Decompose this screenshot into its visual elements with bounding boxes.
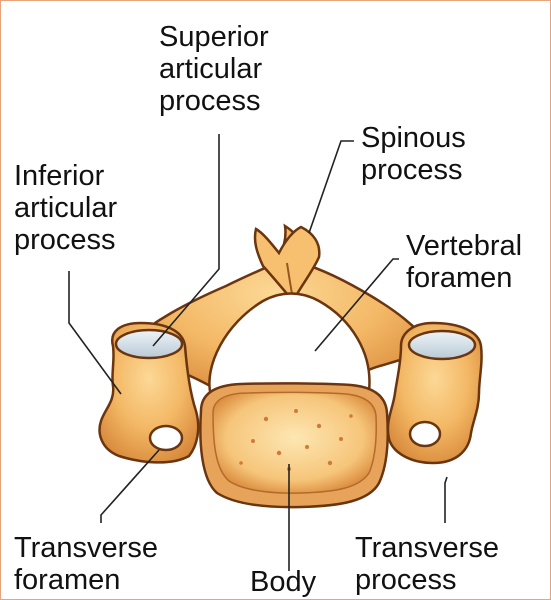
label-superior-articular-process: Superior articular process: [159, 21, 269, 117]
leader-transverse-foramen: [101, 450, 159, 523]
leader-spinous: [309, 141, 354, 233]
right-superior-articular-facet: [409, 331, 475, 359]
vertebral-body-surface: [213, 392, 376, 493]
right-transverse-foramen-hole: [410, 422, 440, 446]
label-transverse-process: Transverse process: [355, 532, 499, 596]
label-transverse-foramen: Transverse foramen: [14, 532, 158, 596]
label-body: Body: [250, 566, 316, 598]
label-inferior-articular-process: Inferior articular process: [14, 160, 117, 256]
leader-transverse-process: [445, 477, 447, 523]
left-superior-articular-facet: [116, 330, 182, 358]
label-vertebral-foramen: Vertebral foramen: [406, 230, 522, 294]
label-spinous-process: Spinous process: [361, 122, 466, 186]
left-transverse-foramen-hole: [150, 426, 182, 450]
